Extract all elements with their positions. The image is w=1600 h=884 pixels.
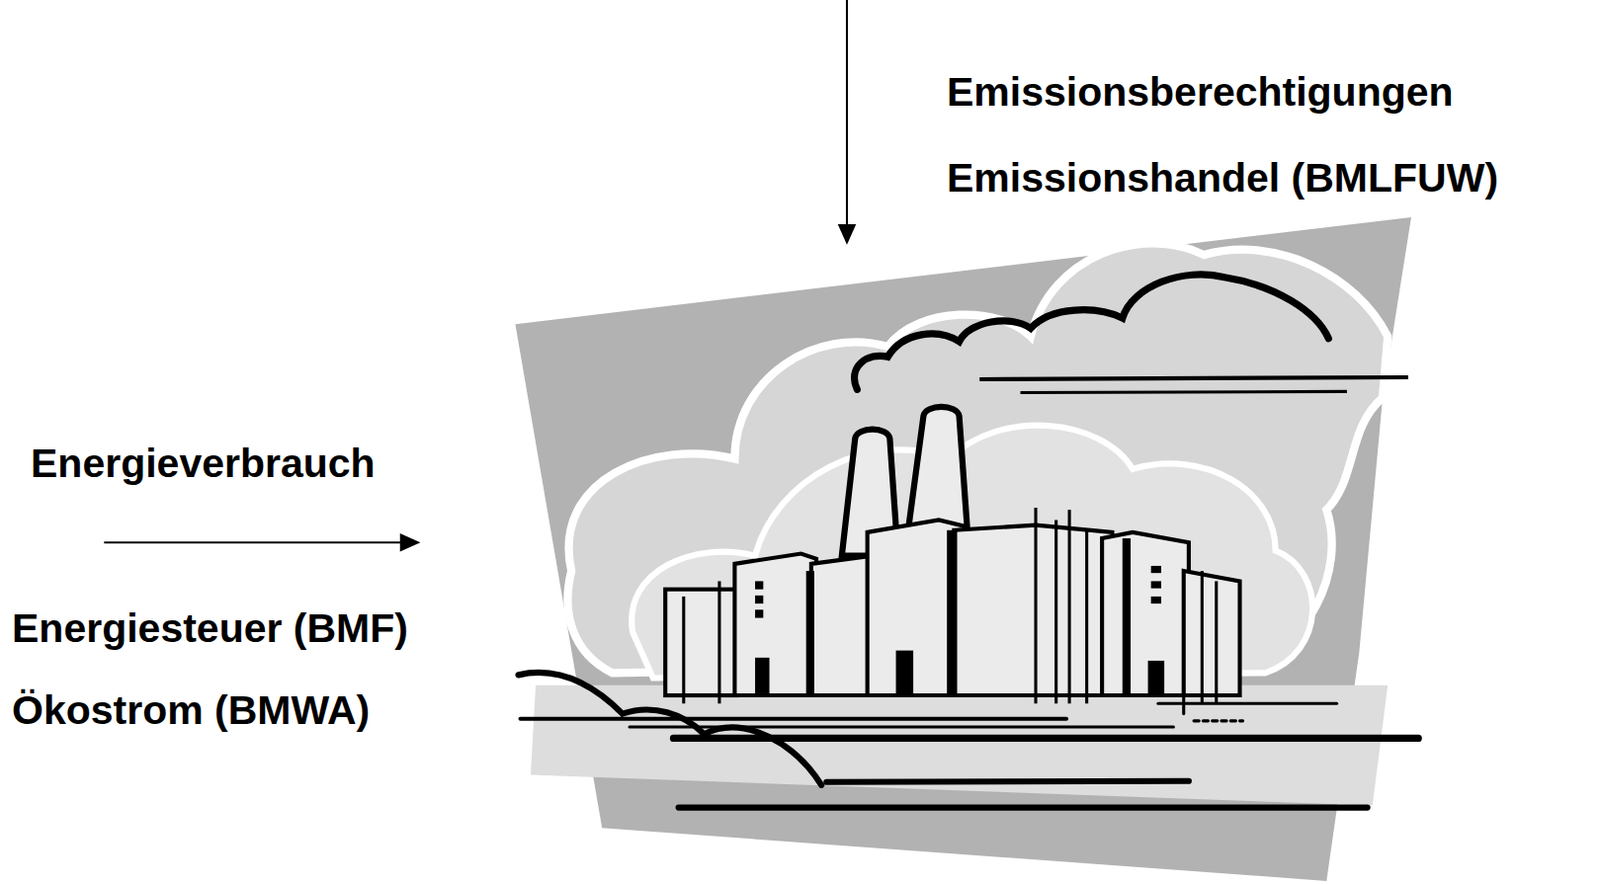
background-panel: [514, 217, 1412, 882]
sky-line: [1020, 391, 1348, 393]
windows: [755, 530, 1165, 696]
chimney: [908, 407, 968, 531]
label-text: Emissionsberechtigungen: [946, 69, 1454, 116]
factory-buildings: [665, 519, 1240, 696]
sky-line: [979, 377, 1409, 380]
smoke-line: [854, 274, 1330, 390]
ground-lines: [518, 673, 1420, 808]
arrow-head: [838, 224, 857, 246]
arrow-head: [400, 533, 422, 553]
label-text: Energieverbrauch: [30, 440, 376, 488]
label-text: Ökostrom (BMWA): [11, 687, 370, 735]
label-text: Energiesteuer (BMF): [11, 605, 409, 653]
pipes: [683, 507, 1217, 704]
right-arrow: [103, 541, 402, 544]
label-text: Emissionshandel (BMLFUW): [946, 155, 1499, 202]
down-arrow: [845, 0, 848, 227]
ground-band: [530, 685, 1388, 807]
